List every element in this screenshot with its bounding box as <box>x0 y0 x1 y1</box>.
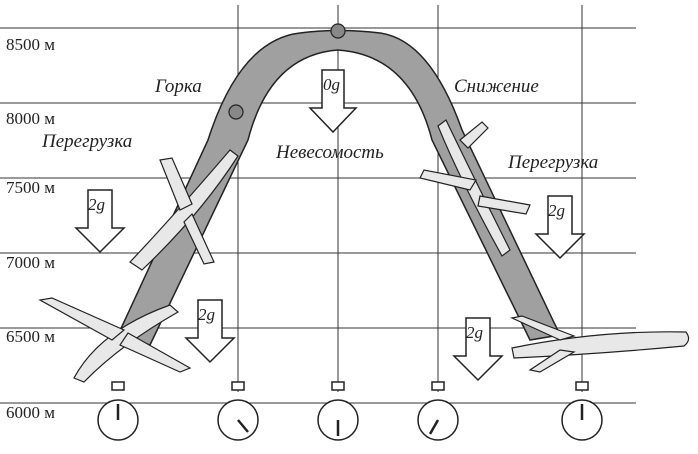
airplane-icon-left-climb <box>129 149 239 271</box>
altitude-label-6500: 6500 м <box>6 327 55 346</box>
g-arrow-right-upper: 2g <box>534 195 586 260</box>
altitude-label-7500: 7500 м <box>6 178 55 197</box>
stopwatch-icon-1 <box>97 381 139 441</box>
label-weightless: Невесомость <box>275 142 384 163</box>
stopwatch-icon-4 <box>417 381 459 441</box>
airplane-icon-right-descent <box>419 119 531 257</box>
g-arrow-right-lower: 2g <box>452 317 504 382</box>
marker-dot-climb <box>228 104 244 120</box>
stopwatch-icon-5 <box>561 381 603 441</box>
svg-text:0g: 0g <box>323 75 340 94</box>
altitude-label-7000: 7000 м <box>6 253 55 272</box>
label-overload-left: Перегрузка <box>41 131 132 152</box>
svg-text:2g: 2g <box>88 195 105 214</box>
airplane-icon-right-low <box>510 315 690 373</box>
stopwatch-icon-2 <box>217 381 259 441</box>
stopwatch-icon-3 <box>317 381 359 441</box>
altitude-label-8500: 8500 м <box>6 35 55 54</box>
g-arrow-left-upper: 2g <box>74 189 126 254</box>
airplane-icon-left-low <box>38 297 192 383</box>
trajectory-band <box>116 29 562 346</box>
label-overload-right: Перегрузка <box>507 152 598 173</box>
g-arrow-left-lower: 2g <box>184 299 236 364</box>
g-arrow-top: 0g <box>308 69 358 134</box>
label-descent: Снижение <box>454 76 539 97</box>
altitude-label-8000: 8000 м <box>6 109 55 128</box>
altitude-label-6000: 6000 м <box>6 403 55 422</box>
svg-text:2g: 2g <box>548 201 565 220</box>
marker-dot-top <box>330 23 346 39</box>
label-climb: Горка <box>154 76 202 97</box>
svg-text:2g: 2g <box>466 323 483 342</box>
altitude-axis: 8500 м 8000 м 7500 м 7000 м 6500 м 6000 … <box>6 35 55 422</box>
svg-text:2g: 2g <box>198 305 215 324</box>
